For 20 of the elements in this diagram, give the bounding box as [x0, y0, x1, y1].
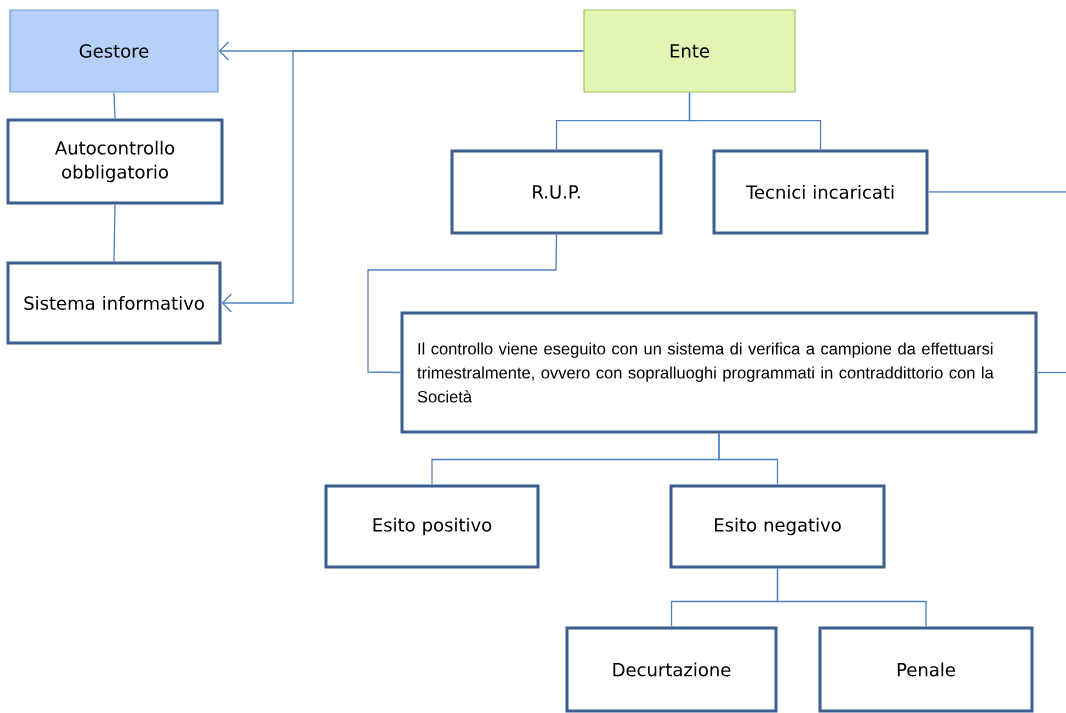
connector-line	[1036, 371, 1066, 374]
connector-line	[776, 567, 927, 628]
process-box: Il controllo viene eseguito con un sistema di verifica a campione da effettuarsi trimestralmente, ovvero con sopralluoghi programmati in contraddittorio con la Società	[400, 311, 1038, 434]
arrow	[221, 50, 585, 313]
connector-line	[367, 233, 558, 374]
process-box: Gestore	[9, 9, 219, 93]
process-box: Decurtazione	[565, 626, 778, 713]
connector-line	[113, 203, 116, 263]
process-box: Tecnici incaricati	[712, 149, 929, 235]
process-box: Sistema informativo	[6, 261, 222, 345]
process-box: Ente	[583, 9, 796, 93]
connector-line	[718, 432, 779, 486]
connector-line	[113, 91, 116, 120]
connector-line	[927, 191, 1066, 193]
process-box: Autocontrollo obbligatorio	[6, 118, 224, 205]
process-box: R.U.P.	[450, 149, 663, 235]
connector-line	[688, 91, 822, 151]
process-box: Esito positivo	[324, 484, 540, 569]
process-box: Esito negativo	[669, 484, 886, 569]
process-box: Penale	[818, 626, 1034, 713]
